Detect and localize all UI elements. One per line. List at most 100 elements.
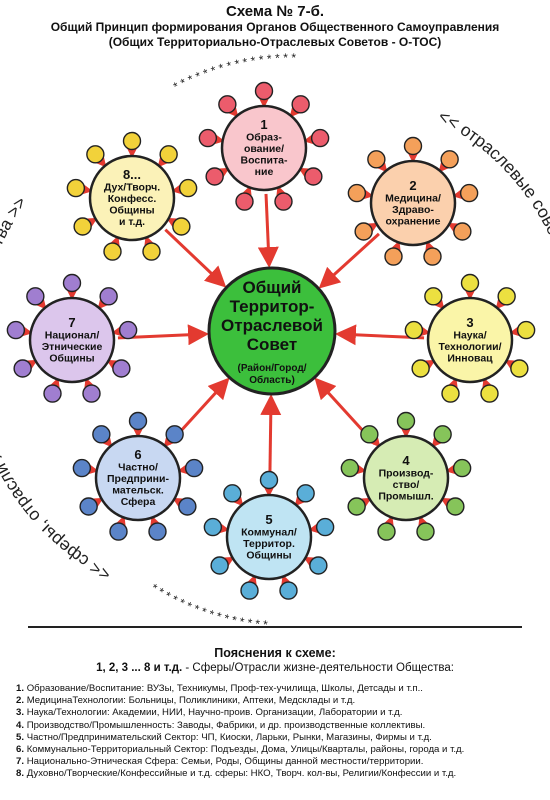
header: Схема № 7-б. Общий Принцип формирования … bbox=[0, 3, 550, 50]
satellite-circle bbox=[291, 95, 310, 114]
legend-item-text: Образование/Воспитание: ВУЗы, Техникумы,… bbox=[26, 683, 423, 694]
satellite-arrow bbox=[171, 183, 184, 195]
legend: Пояснения к схеме: 1, 2, 3 ... 8 и т.д. … bbox=[0, 646, 550, 781]
legend-item-text: Коммунально-Территориальный Сектор: Подъ… bbox=[26, 744, 465, 756]
satellite-circle bbox=[73, 217, 92, 236]
satellite-circle bbox=[99, 287, 118, 306]
satellite-arrow bbox=[432, 297, 445, 310]
satellite-circle bbox=[178, 497, 197, 516]
satellite-circle bbox=[460, 273, 480, 293]
satellite-circle bbox=[403, 136, 423, 156]
satellite-arrow bbox=[172, 497, 185, 509]
legend-item: 1. Образование/Воспитание: ВУЗы, Технику… bbox=[16, 683, 550, 695]
sphere-label-line: Здраво- bbox=[392, 204, 434, 216]
satellite-circle bbox=[43, 384, 62, 403]
center-title-line: Общий bbox=[243, 278, 302, 297]
satellite-circle bbox=[240, 581, 259, 600]
satellite-arrow bbox=[303, 133, 316, 145]
satellite-circle bbox=[92, 425, 111, 444]
satellite-circle bbox=[453, 222, 472, 241]
satellite-circle bbox=[178, 178, 198, 198]
sphere-number: 1 bbox=[260, 117, 267, 132]
legend-item-text: Частно/Предпринимательский Сектор: ЧП, К… bbox=[26, 731, 432, 743]
satellite-arrow bbox=[231, 494, 244, 507]
center-subtitle-line: Область) bbox=[249, 374, 295, 386]
scheme-subtitle-line1: Общий Принцип формирования Органов Общес… bbox=[50, 20, 500, 34]
satellite-arrow bbox=[106, 359, 119, 371]
sphere-number: 3 bbox=[466, 315, 473, 330]
sphere-label-line: ние bbox=[255, 166, 274, 178]
satellite-arrow bbox=[166, 217, 179, 229]
satellite-circle bbox=[128, 411, 148, 431]
satellite-circle bbox=[72, 458, 92, 478]
satellite-arrow bbox=[289, 105, 302, 118]
satellite-circle bbox=[184, 458, 204, 478]
satellite-circle bbox=[354, 222, 373, 241]
satellite-circle bbox=[223, 484, 242, 503]
satellite-circle bbox=[26, 287, 45, 306]
satellite-circle bbox=[62, 273, 82, 293]
center-title-line: Территор- bbox=[230, 297, 315, 316]
satellite-arrow bbox=[425, 240, 436, 253]
sphere-label-line: Инновац bbox=[447, 352, 493, 364]
satellite-circle bbox=[347, 497, 366, 516]
sphere-label-line: Общины bbox=[109, 205, 154, 217]
satellite-arrow bbox=[447, 377, 458, 390]
satellite-arrow bbox=[509, 325, 522, 337]
scheme-subtitle-line2: (Общих Территориально-Отраслевых Советов… bbox=[108, 35, 442, 49]
satellite-circle bbox=[296, 484, 315, 503]
satellite-circle bbox=[516, 320, 536, 340]
satellite-circle bbox=[433, 425, 452, 444]
satellite-arrow bbox=[217, 167, 230, 179]
satellite-circle bbox=[497, 287, 516, 306]
legend-item-number: 1. bbox=[16, 683, 25, 694]
sphere-label-line: Производ- bbox=[379, 467, 434, 479]
sphere-number: 2 bbox=[409, 178, 416, 193]
sphere-label-line: Конфесс. bbox=[108, 193, 157, 205]
satellite-arrow bbox=[246, 574, 257, 587]
legend-item-text: Духовно/Творческие/Конфессийные и т.д. с… bbox=[26, 768, 457, 780]
satellite-circle bbox=[396, 411, 416, 431]
sphere-label-line: Общины bbox=[49, 352, 94, 364]
satellite-arrow bbox=[150, 515, 161, 528]
sphere-label-line: Коммунал/ bbox=[241, 526, 297, 538]
satellite-arrow bbox=[85, 217, 98, 229]
sphere-number: 7 bbox=[68, 315, 75, 330]
satellite-arrow bbox=[97, 297, 110, 310]
satellite-arrow bbox=[222, 556, 235, 568]
legend-item-number: 3. bbox=[16, 707, 25, 719]
satellite-arrow bbox=[144, 235, 155, 248]
satellite-circle bbox=[377, 522, 396, 541]
satellite-circle bbox=[122, 131, 142, 151]
satellite-circle bbox=[203, 517, 223, 537]
legend-list: 1. Образование/Воспитание: ВУЗы, Технику… bbox=[16, 683, 550, 781]
satellite-arrow bbox=[354, 463, 367, 475]
legend-item-number: 4. bbox=[16, 719, 25, 731]
satellite-circle bbox=[82, 384, 101, 403]
satellite-arrow bbox=[84, 377, 95, 390]
satellite-arrow bbox=[482, 377, 493, 390]
satellite-arrow bbox=[241, 185, 252, 198]
satellite-arrow bbox=[94, 155, 107, 168]
satellite-circle bbox=[416, 522, 435, 541]
legend-subtitle: 1, 2, 3 ... 8 и т.д. - Сферы/Отрасли жиз… bbox=[0, 661, 550, 676]
legend-item-number: 2. bbox=[16, 695, 25, 707]
satellite-arrow bbox=[177, 463, 190, 475]
satellite-arrow bbox=[20, 325, 33, 337]
satellite-circle bbox=[340, 458, 360, 478]
legend-item: 6. Коммунально-Территориальный Сектор: П… bbox=[16, 744, 550, 756]
ring-stars-top: * * * * * * * * * * * * * * * * bbox=[171, 51, 297, 94]
satellite-circle bbox=[148, 522, 167, 541]
satellite-circle bbox=[480, 384, 499, 403]
satellite-circle bbox=[367, 150, 386, 169]
satellite-circle bbox=[304, 167, 323, 186]
sphere-label-line: Образ- bbox=[246, 132, 282, 144]
sphere-number: 4 bbox=[402, 453, 410, 468]
satellite-circle bbox=[459, 183, 479, 203]
satellite-arrow bbox=[368, 435, 381, 448]
satellite-circle bbox=[384, 247, 403, 266]
